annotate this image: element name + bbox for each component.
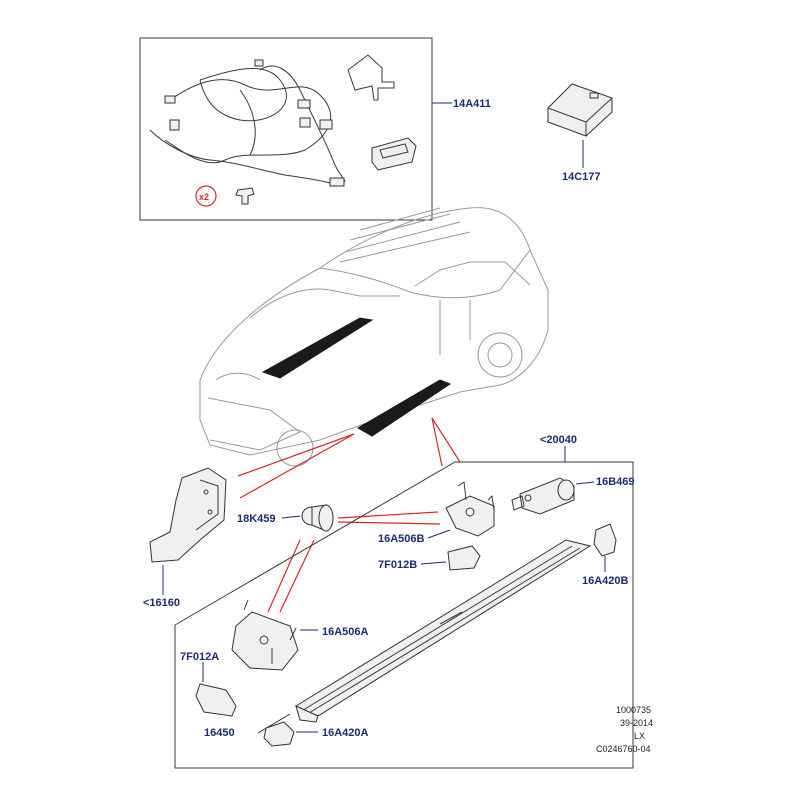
bracket-plate bbox=[347, 54, 395, 101]
label-module: 14C177 bbox=[562, 171, 601, 183]
footer-line3: LX bbox=[634, 731, 645, 741]
label-cover-rear: 7F012A bbox=[180, 651, 219, 663]
motor-part bbox=[511, 477, 575, 515]
front-cover-leader bbox=[420, 561, 447, 565]
label-end-cap-left: 16A420A bbox=[322, 727, 369, 739]
label-motor: 16B469 bbox=[596, 476, 635, 488]
footer-line4: C0246760-04 bbox=[596, 744, 651, 754]
quantity-badge: x2 bbox=[195, 185, 217, 207]
motor-leader bbox=[575, 481, 595, 485]
label-step-board: 16450 bbox=[204, 727, 235, 739]
label-end-cap-right: 16A420B bbox=[582, 575, 629, 587]
wiring-harness bbox=[149, 59, 346, 187]
harness-kit-frame bbox=[139, 37, 433, 221]
label-bushing: 18K459 bbox=[237, 513, 276, 525]
label-mud-flap: <16160 bbox=[143, 597, 180, 609]
step-assembly-frame bbox=[174, 461, 634, 769]
rear-bracket-part bbox=[231, 599, 299, 671]
quantity-badge-text: x2 bbox=[199, 192, 209, 202]
step-board-leader bbox=[257, 713, 291, 734]
left-end-cap-part bbox=[263, 721, 295, 747]
label-step-assembly: <20040 bbox=[540, 434, 577, 446]
hood-highlight bbox=[261, 317, 374, 379]
switch-bezel bbox=[371, 137, 417, 171]
label-bracket-rear: 16A506A bbox=[322, 626, 369, 638]
label-bracket-front: 16A506B bbox=[378, 533, 425, 545]
bushing-part bbox=[301, 504, 334, 532]
control-module bbox=[547, 83, 613, 137]
footer-line1: 1000735 bbox=[616, 705, 651, 715]
front-bracket-leader bbox=[427, 529, 451, 539]
front-cover-part bbox=[447, 545, 481, 571]
clip-fastener bbox=[235, 187, 255, 205]
callout-lines bbox=[237, 417, 461, 613]
step-highlight bbox=[357, 379, 452, 437]
bushing-leader bbox=[281, 515, 301, 519]
label-harness: 14A411 bbox=[453, 98, 491, 110]
mud-flap-part bbox=[149, 467, 227, 563]
right-end-cap-part bbox=[593, 523, 617, 557]
vehicle-outline bbox=[199, 207, 549, 467]
label-cover-front: 7F012B bbox=[378, 559, 417, 571]
rear-cover-part bbox=[195, 683, 237, 717]
footer-line2: 39-2014 bbox=[620, 718, 653, 728]
running-board-part bbox=[294, 539, 592, 723]
front-bracket-part bbox=[445, 481, 495, 537]
